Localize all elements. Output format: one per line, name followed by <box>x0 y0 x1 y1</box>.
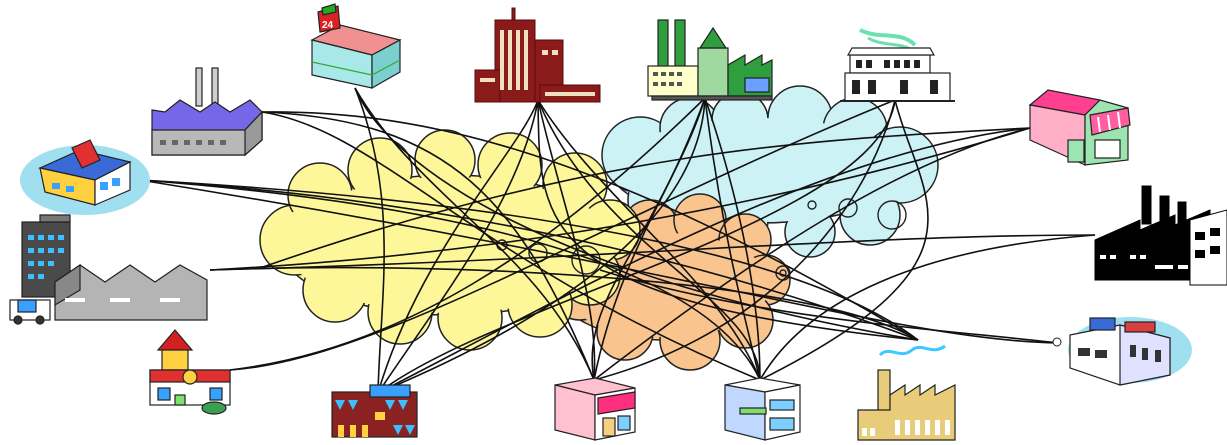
factory-icon <box>857 344 956 441</box>
office-building-icon <box>474 7 601 103</box>
hotel-icon <box>840 28 955 102</box>
apartment-icon <box>331 384 418 438</box>
factory-icon <box>1094 185 1227 286</box>
store-sign-text: 24 <box>322 20 334 31</box>
factory-icon <box>647 19 773 101</box>
shop-icon <box>554 377 636 441</box>
shop-icon <box>1028 89 1131 166</box>
factory-icon <box>151 67 263 157</box>
restaurant-icon <box>149 329 231 415</box>
electronics-store-icon <box>1052 317 1192 386</box>
convenience-store-icon: 24 <box>310 3 402 90</box>
office-icon <box>724 377 801 441</box>
warehouse-icon <box>9 214 208 325</box>
bookstore-icon <box>20 139 150 215</box>
connection-lines <box>139 87 1096 394</box>
